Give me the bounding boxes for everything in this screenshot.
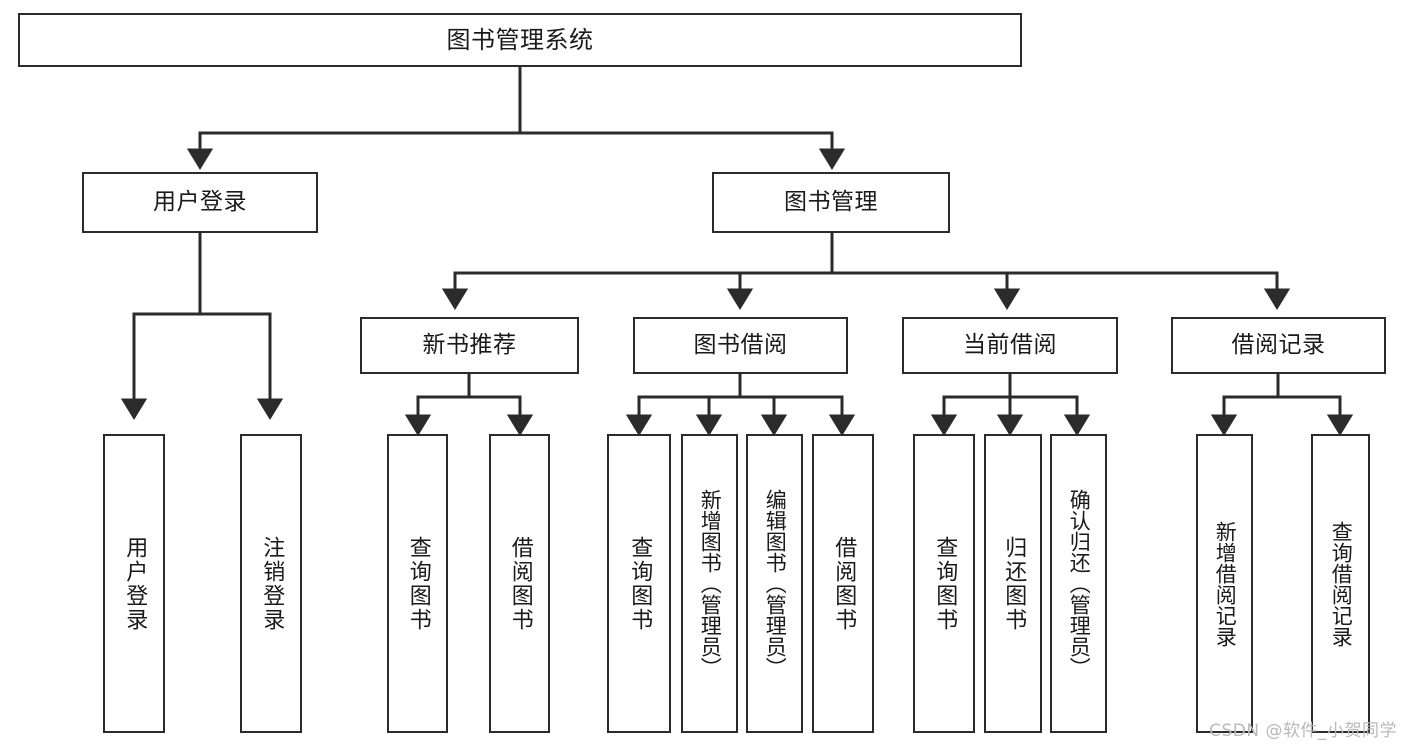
node-label: 查询图书 xyxy=(405,535,431,632)
node-label: 图书管理系统 xyxy=(446,25,594,54)
watermark-text: CSDN @软件_小贺同学 xyxy=(1209,721,1397,741)
node-label: 新增图书（管理员） xyxy=(698,489,723,678)
node-label: 确认归还（管理员） xyxy=(1067,489,1092,678)
node-label: 用户登录 xyxy=(122,535,148,632)
leaf-user-login[interactable]: 用户登录 xyxy=(103,434,165,733)
node-label: 借阅图书 xyxy=(507,535,533,632)
node-new-book-recommend[interactable]: 新书推荐 xyxy=(360,317,579,374)
leaf-query-book-recommend[interactable]: 查询图书 xyxy=(387,434,448,733)
node-label: 编辑图书（管理员） xyxy=(763,489,788,678)
node-label: 归还图书 xyxy=(1001,535,1027,632)
node-label: 图书借阅 xyxy=(693,331,788,358)
node-label: 新增借阅记录 xyxy=(1213,520,1238,647)
leaf-logout[interactable]: 注销登录 xyxy=(240,434,302,733)
leaf-query-book-borrow[interactable]: 查询图书 xyxy=(607,434,671,733)
node-label: 新书推荐 xyxy=(422,331,517,358)
leaf-add-borrow-record[interactable]: 新增借阅记录 xyxy=(1196,434,1253,733)
node-label: 图书管理 xyxy=(784,188,878,215)
node-root-system[interactable]: 图书管理系统 xyxy=(18,13,1022,67)
leaf-edit-book-admin[interactable]: 编辑图书（管理员） xyxy=(746,434,803,733)
leaf-query-book-current[interactable]: 查询图书 xyxy=(913,434,975,733)
leaf-confirm-return-admin[interactable]: 确认归还（管理员） xyxy=(1050,434,1107,733)
leaf-borrow-book-recommend[interactable]: 借阅图书 xyxy=(489,434,550,733)
node-label: 当前借阅 xyxy=(963,331,1057,358)
leaf-borrow-book-borrow[interactable]: 借阅图书 xyxy=(812,434,874,733)
leaf-return-book[interactable]: 归还图书 xyxy=(984,434,1042,733)
node-label: 查询借阅记录 xyxy=(1329,520,1354,647)
leaf-add-book-admin[interactable]: 新增图书（管理员） xyxy=(681,434,738,733)
node-label: 查询图书 xyxy=(932,535,958,632)
node-label: 注销登录 xyxy=(259,535,285,632)
node-label: 借阅记录 xyxy=(1231,331,1326,358)
node-book-manage[interactable]: 图书管理 xyxy=(712,172,950,233)
node-current-borrow[interactable]: 当前借阅 xyxy=(902,317,1118,374)
node-label: 查询图书 xyxy=(627,535,653,632)
node-label: 用户登录 xyxy=(153,188,247,215)
node-book-borrow[interactable]: 图书借阅 xyxy=(633,317,848,374)
node-borrow-record[interactable]: 借阅记录 xyxy=(1171,317,1386,374)
node-user-login[interactable]: 用户登录 xyxy=(82,172,318,233)
leaf-query-borrow-record[interactable]: 查询借阅记录 xyxy=(1311,434,1370,733)
node-label: 借阅图书 xyxy=(831,535,857,632)
